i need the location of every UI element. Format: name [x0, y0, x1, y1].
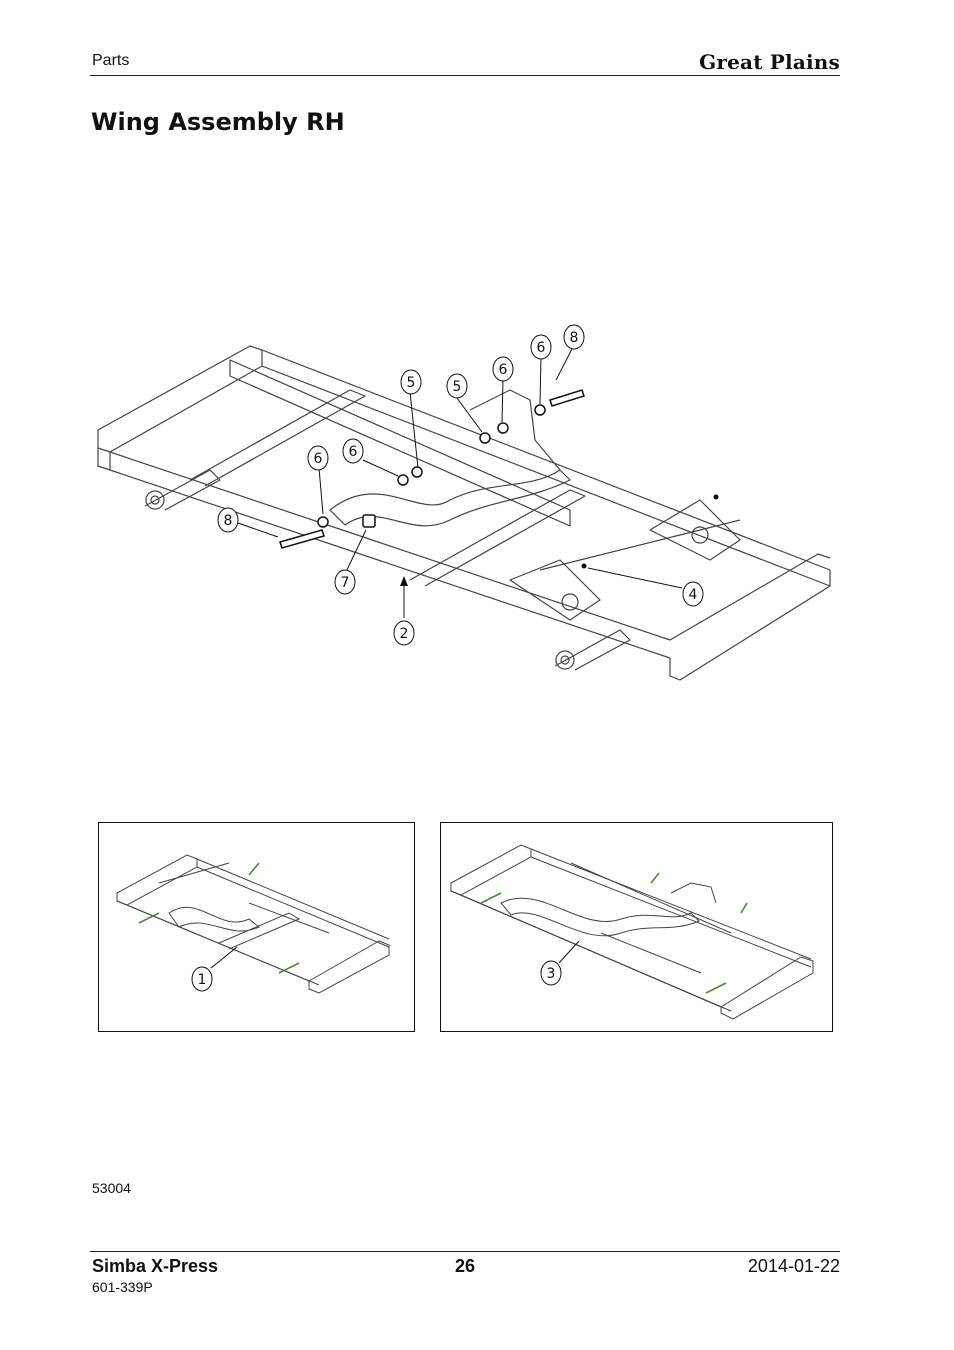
wing-frame-drawing: 5 5 6 6 8 6 6 8 7 2 4: [97, 324, 831, 681]
inset-right-drawing: 3: [450, 844, 814, 1020]
callout-6c: 6: [349, 444, 358, 460]
inset-left-drawing: 1: [116, 854, 390, 994]
callout-6d: 6: [314, 451, 323, 467]
callout-5a: 5: [407, 375, 416, 391]
footer-page-number: 26: [455, 1256, 476, 1276]
callout-4: 4: [689, 587, 698, 603]
inset-right-callout: 3: [547, 966, 556, 982]
callout-8b: 8: [224, 513, 233, 529]
callout-2: 2: [400, 626, 409, 642]
header-divider: [90, 75, 840, 76]
footer-part-number: 601-339P: [92, 1279, 153, 1295]
inset-left-callout: 1: [198, 972, 207, 988]
callout-6b: 6: [537, 340, 546, 356]
inset-right-assembly: 3: [440, 822, 833, 1032]
footer-date: 2014-01-22: [747, 1256, 840, 1276]
callout-7: 7: [341, 575, 350, 591]
page-title: Wing Assembly RH: [91, 108, 345, 136]
inset-left-assembly: 1: [98, 822, 415, 1032]
callout-5b: 5: [453, 379, 462, 395]
callout-8a: 8: [570, 330, 579, 346]
main-parts-diagram: 5 5 6 6 8 6 6 8 7 2 4: [90, 320, 850, 715]
callout-6a: 6: [499, 362, 508, 378]
footer-product: Simba X-Press: [92, 1256, 219, 1276]
figure-number: 53004: [92, 1180, 131, 1196]
header-section-label: Parts: [92, 52, 130, 69]
footer-divider: [90, 1251, 840, 1252]
brand-logo: Great Plains: [699, 50, 840, 74]
